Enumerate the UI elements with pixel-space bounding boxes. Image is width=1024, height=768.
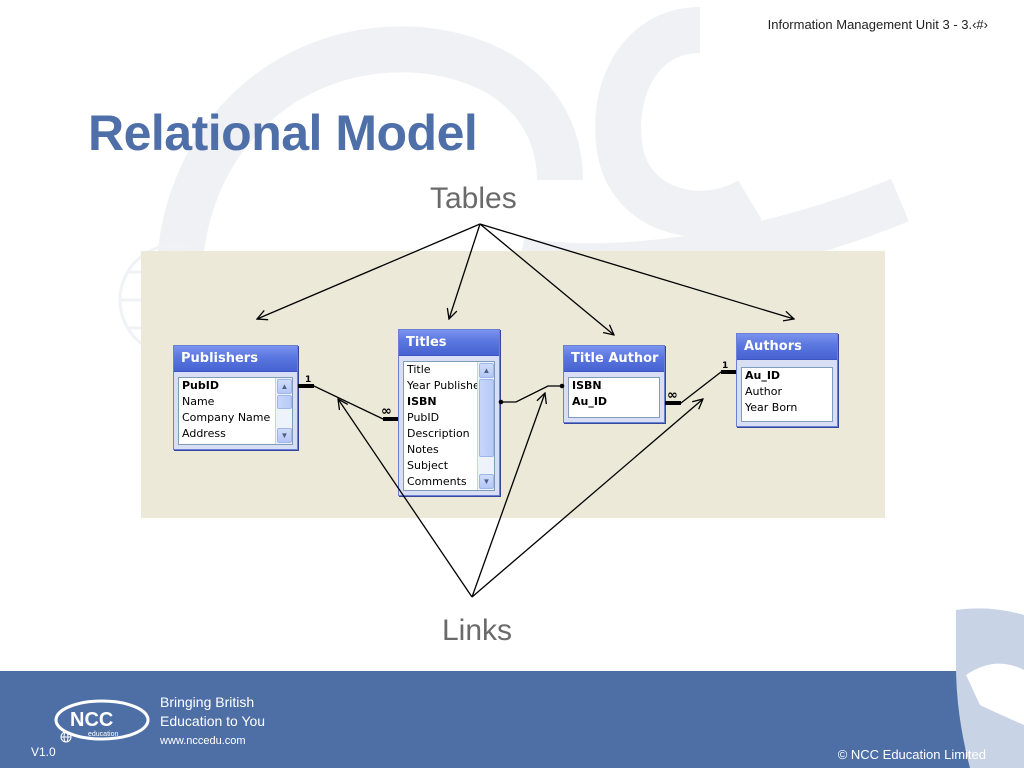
field-item[interactable]: Au_ID — [572, 395, 608, 408]
field-item[interactable]: Title — [407, 363, 431, 376]
logo-subtext: education — [88, 731, 118, 738]
links-label: Links — [442, 614, 513, 647]
scrollbar[interactable]: ▲ ▼ — [477, 362, 494, 490]
table-title[interactable]: Publishers — [174, 346, 297, 372]
slide-title: Relational Model — [88, 105, 478, 161]
table-title[interactable]: Authors — [737, 334, 837, 360]
field-item[interactable]: PubID — [182, 379, 219, 392]
scroll-down-icon[interactable]: ▼ — [277, 428, 292, 443]
tagline-line-1: Bringing British — [160, 694, 255, 710]
tagline-line-2: Education to You — [160, 713, 266, 729]
authors-table[interactable]: Authors Au_ID Author Year Born — [736, 333, 838, 427]
publishers-table[interactable]: Publishers PubID Name Company Name Addre… — [173, 345, 298, 450]
field-item[interactable]: Company Name — [182, 411, 271, 424]
footer-bar — [0, 671, 1024, 768]
copyright-text: © NCC Education Limited — [837, 747, 986, 762]
field-list[interactable]: Title Year Published ISBN PubID Descript… — [403, 361, 495, 491]
table-title[interactable]: Titles — [399, 330, 499, 356]
scroll-thumb[interactable] — [479, 379, 494, 457]
footer-shield-decoration — [956, 608, 1024, 768]
title-author-table[interactable]: Title Author ISBN Au_ID — [563, 345, 665, 423]
field-item[interactable]: Au_ID — [745, 369, 781, 382]
scroll-up-icon[interactable]: ▲ — [479, 363, 494, 378]
field-item[interactable]: Year Born — [745, 401, 798, 414]
scroll-up-icon[interactable]: ▲ — [277, 379, 292, 394]
tables-label: Tables — [430, 182, 517, 215]
scroll-down-icon[interactable]: ▼ — [479, 474, 494, 489]
field-item[interactable]: Author — [745, 385, 783, 398]
table-title[interactable]: Title Author — [564, 346, 664, 372]
titles-table[interactable]: Titles Title Year Published ISBN PubID D… — [398, 329, 500, 496]
scroll-thumb[interactable] — [277, 395, 292, 409]
field-item[interactable]: Year Published — [407, 379, 487, 392]
field-list[interactable]: PubID Name Company Name Address ▲ ▼ — [178, 377, 293, 445]
scrollbar[interactable]: ▲ ▼ — [275, 378, 292, 444]
field-item[interactable]: ISBN — [572, 379, 602, 392]
ncc-logo: NCC education — [54, 699, 150, 743]
field-item[interactable]: Name — [182, 395, 215, 408]
website-url[interactable]: www.nccedu.com — [160, 735, 246, 747]
field-list[interactable]: ISBN Au_ID — [568, 377, 660, 418]
unit-header: Information Management Unit 3 - 3.‹#› — [767, 17, 988, 32]
version-label: V1.0 — [31, 745, 56, 759]
globe-icon — [60, 731, 72, 743]
field-list[interactable]: Au_ID Author Year Born — [741, 367, 833, 422]
field-item[interactable]: Address — [182, 427, 226, 440]
logo-text: NCC — [70, 709, 113, 731]
